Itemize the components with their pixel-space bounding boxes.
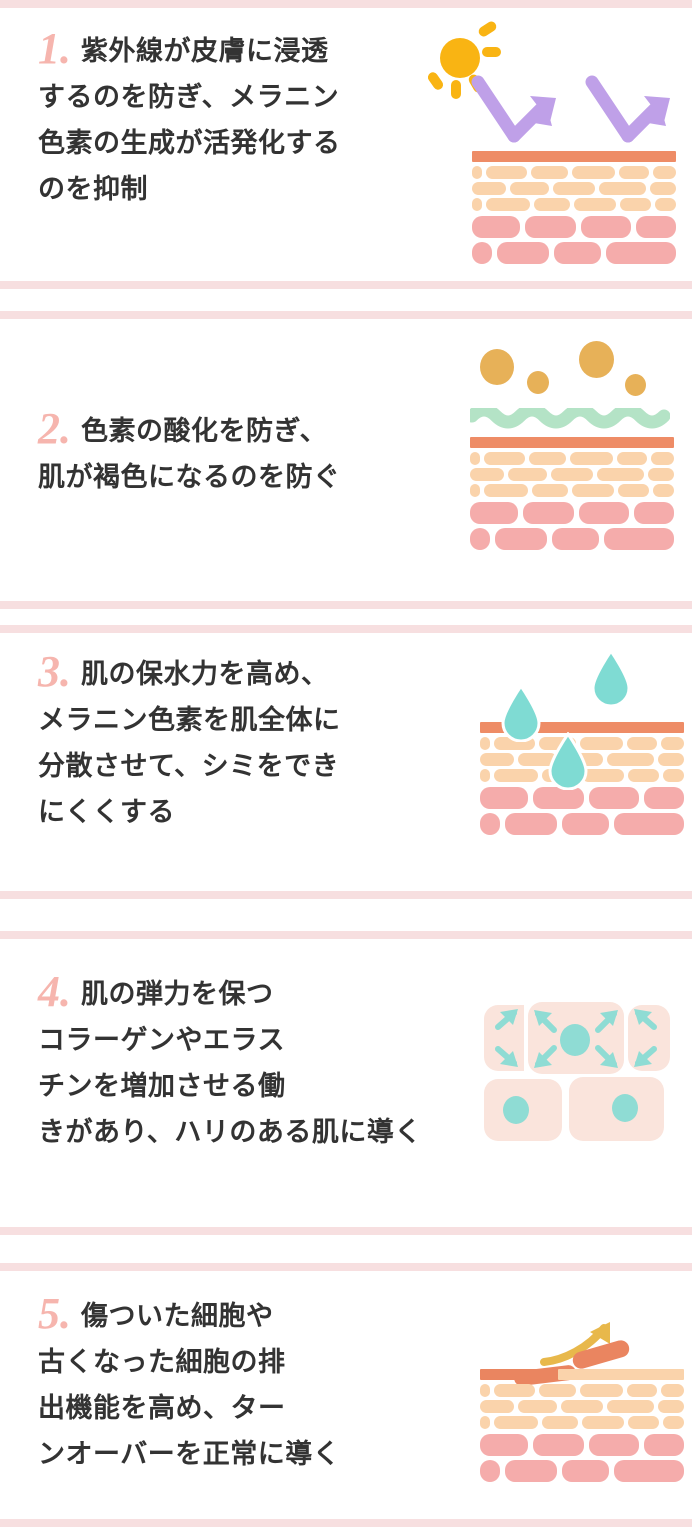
water-droplets-skin-diagram — [472, 647, 687, 857]
section-5-number: 5. — [38, 1289, 71, 1338]
section-1: 1. 紫外線が皮膚に浸透するのを防ぎ、メラニン色素の生成が活発化するのを抑制 — [0, 0, 692, 281]
collagen-cells-diagram — [462, 1000, 690, 1145]
divider-1-bottom — [0, 281, 692, 289]
dermis-row-1 — [472, 216, 676, 238]
section-4-number: 4. — [38, 967, 71, 1016]
section-1-line-3: 色素の生成が活発化する — [38, 128, 341, 158]
section-2-text: 2. 色素の酸化を防ぎ、肌が褐色になるのを防ぐ — [38, 406, 341, 500]
section-4-text: 4. 肌の弾力を保つコラーゲンやエラスチンを増加させる働きがあり、ハリのある肌に導… — [38, 969, 422, 1155]
section-3-line-1: 肌の保水力を高め、 — [81, 659, 329, 689]
section-3-text: 3. 肌の保水力を高め、メラニン色素を肌全体に分散させて、シミをできにくくする — [38, 649, 341, 835]
section-5-line-2: 古くなった細胞の排 — [38, 1347, 286, 1377]
stratum-corneum-layer-left — [480, 1369, 554, 1380]
section-2: 2. 色素の酸化を防ぎ、肌が褐色になるのを防ぐ — [0, 311, 692, 601]
section-4-line-4: きがあり、ハリのある肌に導く — [38, 1117, 422, 1147]
section-3-number: 3. — [38, 647, 71, 696]
dermis-row-2 — [470, 528, 675, 550]
section-5-text: 5. 傷ついた細胞や古くなった細胞の排出機能を高め、ターンオーバーを正常に導く — [38, 1291, 340, 1477]
section-3-line-3: 分散させて、シミをでき — [38, 751, 340, 781]
expansion-arrows-icon-right — [634, 1009, 657, 1067]
stratum-corneum-layer — [480, 722, 684, 733]
expansion-arrows-icon-center — [534, 1010, 618, 1068]
dermis-row-2 — [480, 813, 685, 835]
section-1-line-2: するのを防ぎ、メラニン — [38, 82, 340, 112]
sun-icon — [440, 38, 480, 78]
divider-4-bottom — [0, 1227, 692, 1235]
epidermis-row-3 — [470, 484, 674, 497]
divider-3-top — [0, 625, 692, 633]
section-4-line-3: チンを増加させる働 — [38, 1071, 286, 1101]
dermis-row-1 — [480, 1434, 684, 1456]
pigment-dot-2 — [527, 371, 549, 394]
cell-top-right — [628, 1005, 670, 1071]
section-3-line-4: にくくする — [38, 797, 175, 827]
sun-ray-4 — [451, 80, 461, 99]
cell-nucleus-center — [560, 1024, 590, 1056]
stratum-corneum-layer-right — [557, 1369, 684, 1380]
sun-ray-1 — [476, 19, 499, 39]
section-2-number: 2. — [38, 404, 71, 453]
section-4: 4. 肌の弾力を保つコラーゲンやエラスチンを増加させる働きがあり、ハリのある肌に導… — [0, 931, 692, 1227]
section-5: 5. 傷ついた細胞や古くなった細胞の排出機能を高め、ターンオーバーを正常に導く — [0, 1263, 692, 1519]
section-5-line-3: 出機能を高め、ター — [38, 1393, 286, 1423]
pigment-dot-3 — [579, 341, 614, 378]
stratum-corneum-layer — [470, 437, 674, 448]
section-1-number: 1. — [38, 24, 71, 73]
dermis-row-2 — [472, 242, 677, 264]
section-2-line-2: 肌が褐色になるのを防ぐ — [38, 462, 341, 492]
section-5-line-1: 傷ついた細胞や — [81, 1301, 274, 1331]
section-1-text: 1. 紫外線が皮膚に浸透するのを防ぎ、メラニン色素の生成が活発化するのを抑制 — [38, 26, 341, 212]
epidermis-row-1 — [480, 1384, 684, 1397]
section-4-line-1: 肌の弾力を保つ — [81, 979, 274, 1009]
divider-2-bottom — [0, 601, 692, 609]
section-2-line-1: 色素の酸化を防ぎ、 — [81, 416, 328, 446]
section-1-line-4: のを抑制 — [38, 174, 148, 204]
divider-4-top — [0, 931, 692, 939]
water-drop-icon-3 — [548, 732, 588, 790]
section-4-line-2: コラーゲンやエラス — [38, 1025, 285, 1055]
dermis-row-1 — [480, 787, 684, 809]
skin-cross-section — [480, 1369, 685, 1482]
pigment-dot-1 — [480, 349, 514, 385]
epidermis-row-1 — [472, 166, 676, 179]
pigment-barrier-skin-diagram — [462, 341, 684, 571]
sun-ray-3 — [425, 70, 446, 92]
cell-nucleus-bottom-right — [612, 1094, 638, 1122]
skin-cross-section — [480, 722, 685, 835]
expansion-arrows-icon-left — [495, 1009, 518, 1067]
sun-uv-skin-diagram — [422, 14, 682, 264]
divider-bottom — [0, 1519, 692, 1527]
dermis-row-1 — [470, 502, 674, 524]
epidermis-row-2 — [470, 468, 674, 481]
water-drop-icon-1 — [501, 684, 541, 742]
divider-3-bottom — [0, 891, 692, 899]
cell-nucleus-bottom-left — [503, 1096, 529, 1124]
skin-cross-section — [470, 437, 675, 550]
water-drop-icon-2 — [591, 649, 631, 707]
section-3-line-2: メラニン色素を肌全体に — [38, 705, 341, 735]
section-1-line-1: 紫外線が皮膚に浸透 — [81, 36, 329, 66]
epidermis-row-2 — [480, 753, 684, 766]
dermis-row-2 — [480, 1460, 685, 1482]
epidermis-row-2 — [472, 182, 676, 195]
turnover-arrow-icon — [540, 1322, 610, 1366]
sun-ray-2 — [482, 47, 501, 57]
divider-5-top — [0, 1263, 692, 1271]
uv-arrow-icon — [471, 75, 670, 143]
pigment-dot-4 — [625, 374, 646, 396]
section-5-line-4: ンオーバーを正常に導く — [38, 1439, 341, 1469]
turnover-skin-diagram — [472, 1320, 687, 1500]
epidermis-row-3 — [472, 198, 676, 211]
epidermis-row-1 — [470, 452, 674, 465]
epidermis-row-2 — [480, 1400, 684, 1413]
divider-2-top — [0, 311, 692, 319]
barrier-wave-icon — [470, 408, 670, 429]
divider-top — [0, 0, 692, 8]
stratum-corneum-layer — [472, 151, 676, 162]
skin-cross-section — [472, 151, 677, 264]
section-3: 3. 肌の保水力を高め、メラニン色素を肌全体に分散させて、シミをできにくくする — [0, 625, 692, 891]
epidermis-row-3 — [480, 1416, 684, 1429]
